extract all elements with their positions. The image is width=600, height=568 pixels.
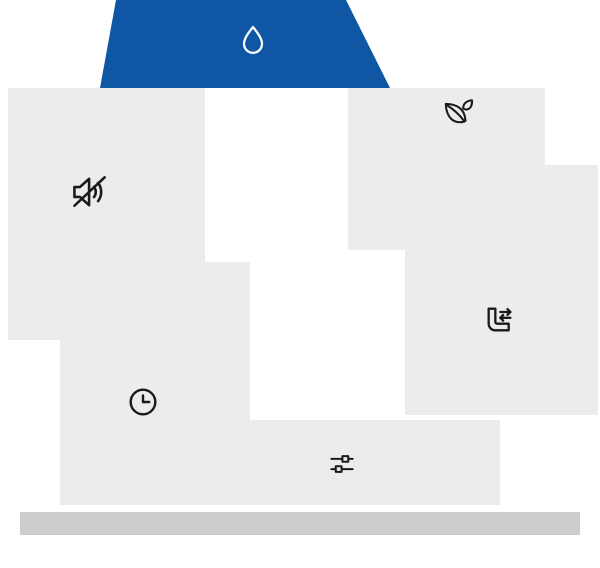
bottom-bar (20, 512, 580, 535)
hose-swap-icon (487, 307, 512, 332)
tile-settings[interactable] (205, 420, 500, 505)
volume-mute-icon (73, 176, 106, 208)
clock-icon (129, 388, 157, 416)
tile-water-connection[interactable] (405, 165, 598, 415)
sliders-icon (330, 455, 354, 473)
water-drop-icon (242, 25, 264, 54)
water-program-header[interactable] (100, 0, 390, 88)
leaf-icon (444, 99, 474, 124)
